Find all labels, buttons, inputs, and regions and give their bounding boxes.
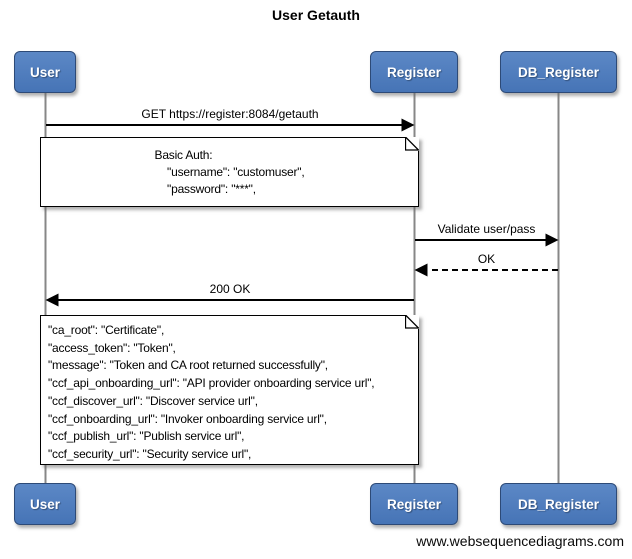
actor-label: Register [386,64,442,80]
actor-label: User [29,496,61,512]
note-text: Basic Auth: "username": "customuser", "p… [155,147,305,198]
actor-user-bottom: User [14,483,76,525]
note-line: "access_token": "Token", [48,340,176,355]
note-body: Basic Auth: "username": "customuser", "p… [41,138,418,206]
watermark-text: www.websequencediagrams.com [416,533,624,549]
note-text: "ca_root": "Certificate", "access_token":… [48,322,412,464]
arrowhead-200-ok [45,293,59,307]
note-fold-triangle [405,315,419,329]
arrowhead-get-getauth [401,118,415,132]
note-fold-triangle [405,137,419,151]
actor-label: User [29,64,61,80]
note-line: "username": "customuser", [154,164,305,179]
arrowhead-validate [545,233,559,247]
actor-label: Register [386,496,442,512]
actor-label: DB_Register [517,496,600,512]
note-body: "ca_root": "Certificate", "access_token":… [41,316,418,470]
actor-label: DB_Register [517,64,600,80]
note-response-body: "ca_root": "Certificate", "access_token":… [40,315,419,465]
note-basic-auth: Basic Auth: "username": "customuser", "p… [40,137,419,207]
actor-register-bottom: Register [370,483,458,525]
note-line: "ccf_api_onboarding_url": "API provider … [48,376,375,391]
message-label-get-getauth: GET https://register:8084/getauth [141,107,319,121]
arrowhead-ok [414,263,428,277]
actor-register-top: Register [370,51,458,93]
diagram-title: User Getauth [272,7,360,23]
note-line: Basic Auth: [154,147,213,162]
note-line: "password": "***", [154,181,256,196]
message-label-validate: Validate user/pass [437,222,536,236]
actor-user-top: User [14,51,76,93]
actor-db-register-bottom: DB_Register [500,483,617,525]
note-line: "ca_root": "Certificate", [48,323,165,337]
message-label-ok: OK [477,252,496,266]
note-line: "ccf_security_url": "Security service ur… [48,446,252,461]
note-line: "ccf_discover_url": "Discover service ur… [48,393,258,408]
actor-db-register-top: DB_Register [500,51,617,93]
note-line: "message": "Token and CA root returned s… [48,358,328,373]
message-label-200-ok: 200 OK [209,282,251,296]
note-fold-icon [405,315,419,329]
note-line: "ccf_onboarding_url": "Invoker onboardin… [48,411,327,426]
note-fold-icon [405,137,419,151]
note-line: "ccf_publish_url": "Publish service url"… [48,429,245,444]
